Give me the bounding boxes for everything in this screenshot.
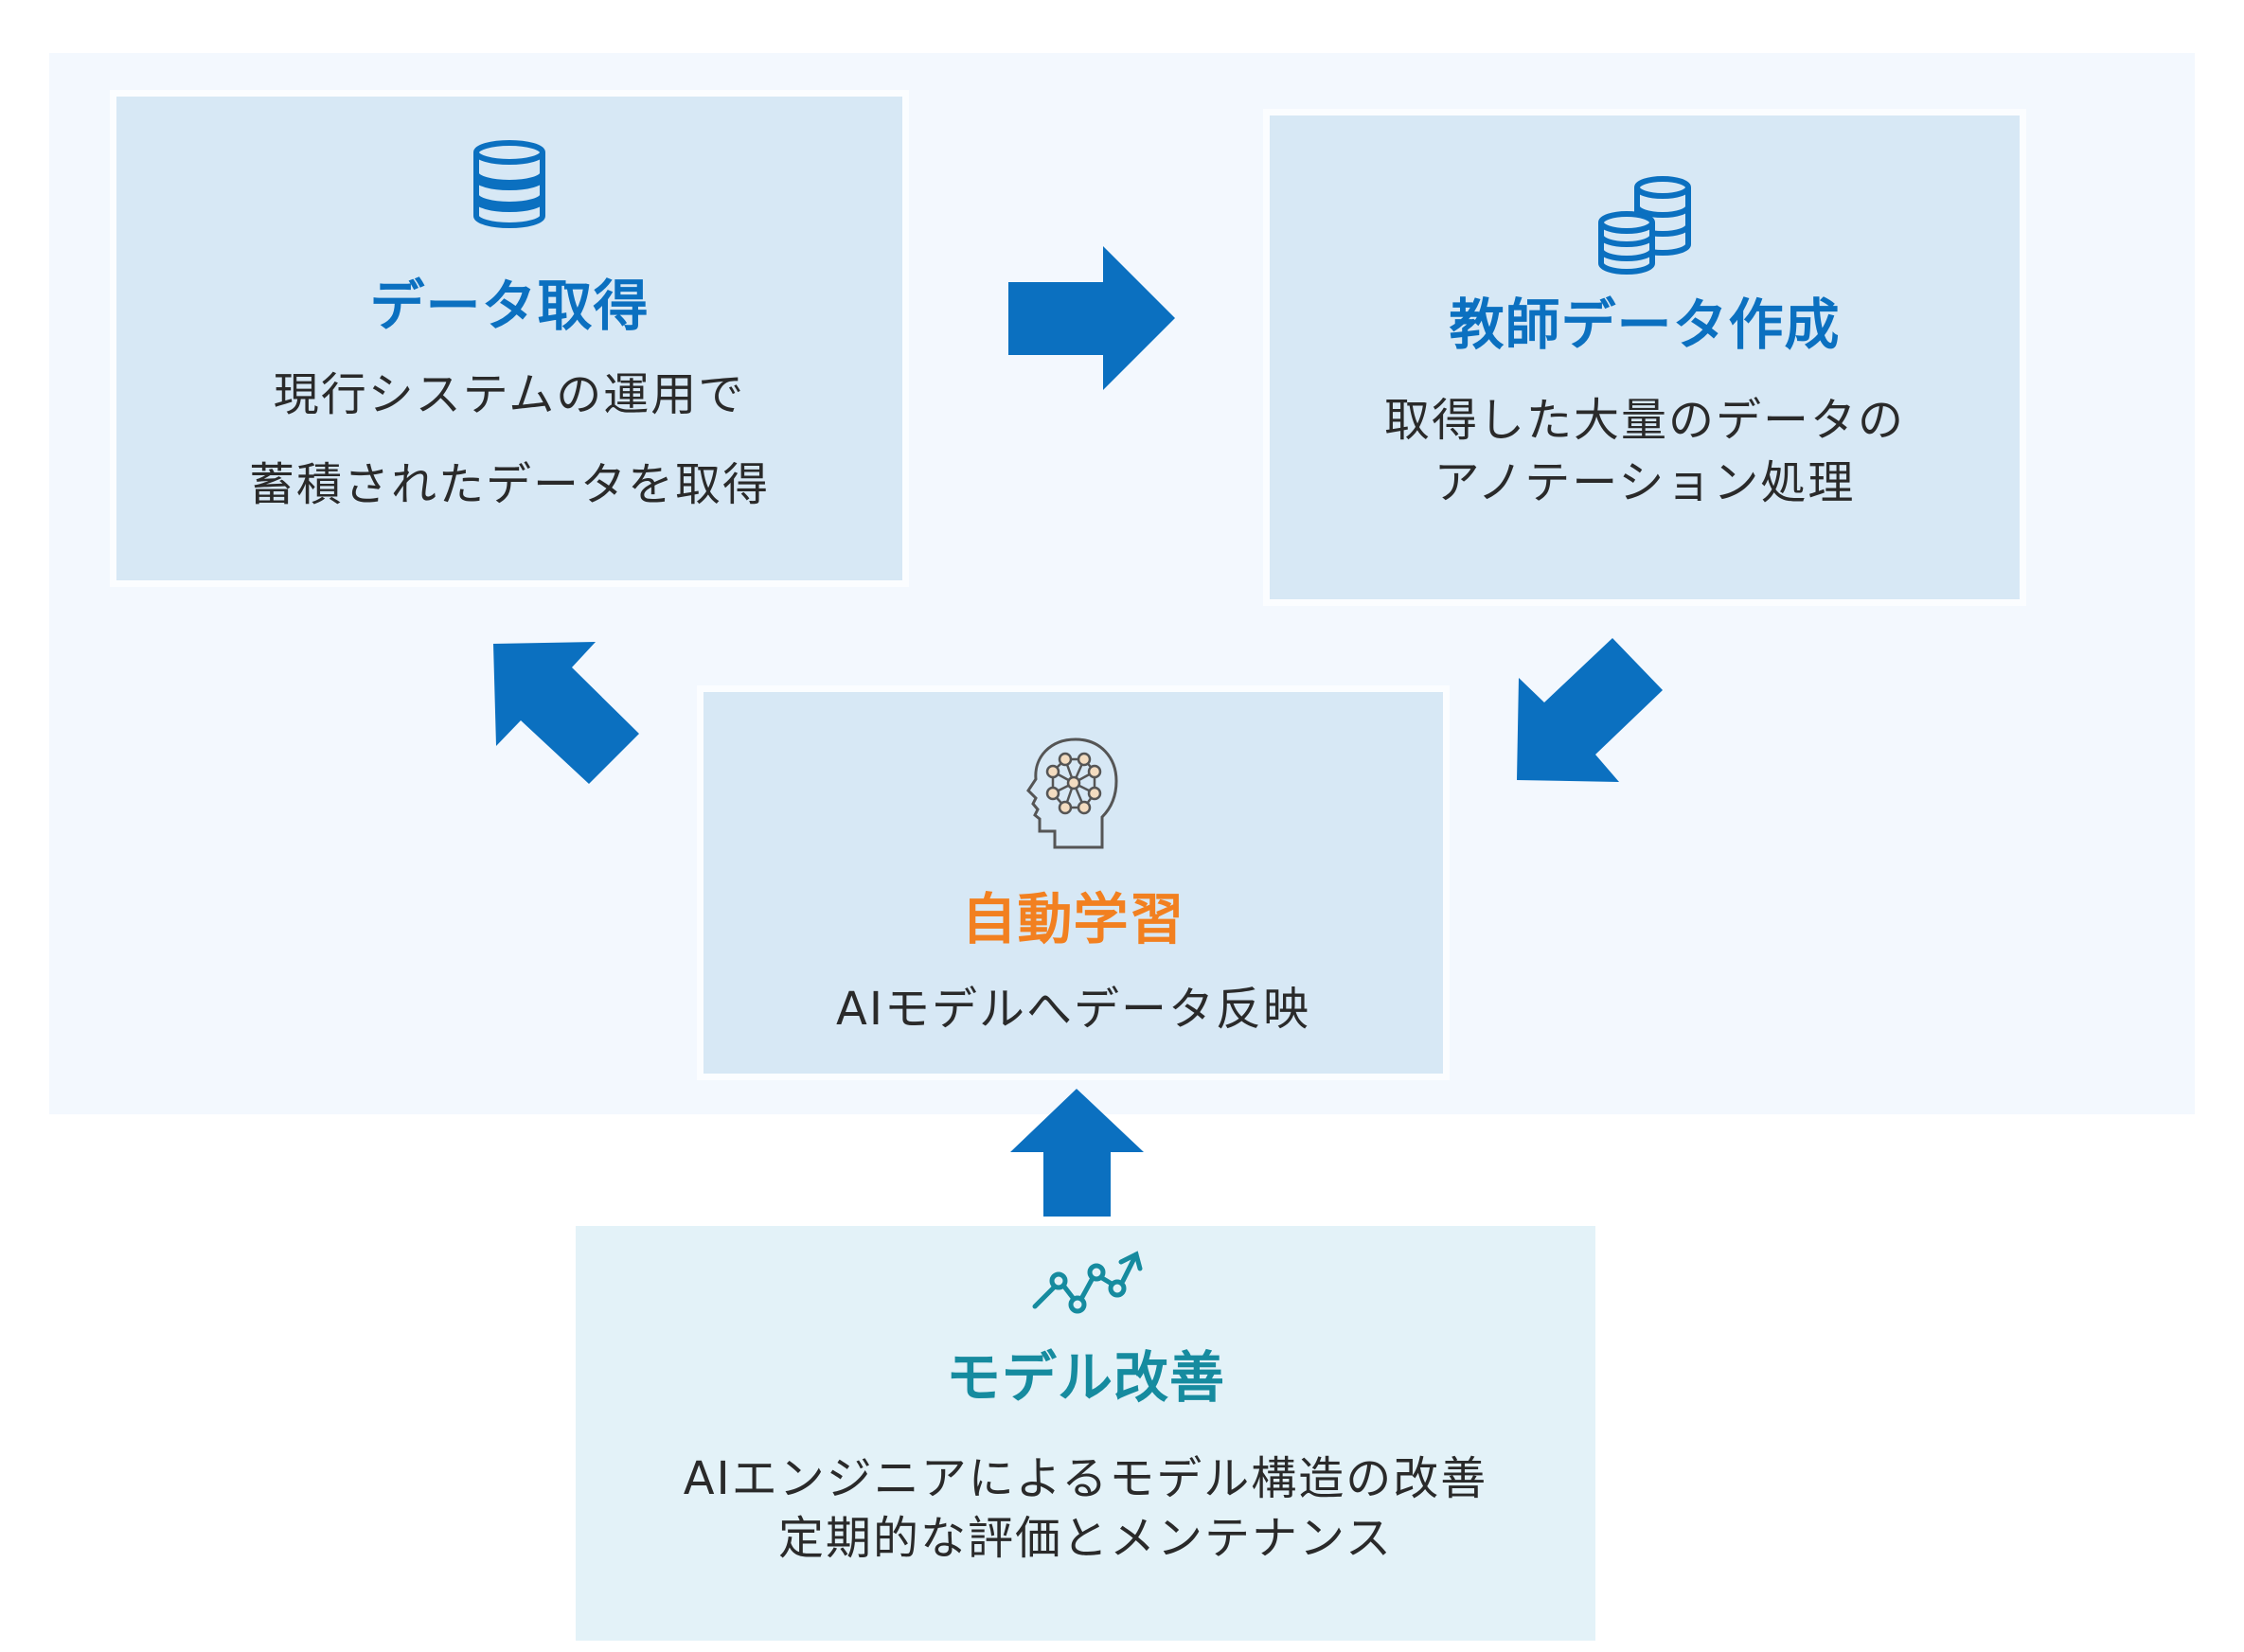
step-title: モデル改善 <box>945 1345 1225 1410</box>
step-title: データ取得 <box>369 274 650 338</box>
step-description-line: AIエンジニアによるモデル構造の改善 <box>683 1452 1488 1505</box>
step-description-line: アノテーション処理 <box>1434 456 1856 509</box>
step-description-line: 定期的な評価とメンテナンス <box>777 1512 1394 1565</box>
step-description-line: AIモデルへデータ反映 <box>836 983 1310 1036</box>
arrow-down-left-icon <box>1517 638 1663 782</box>
step-title: 教師データ作成 <box>1449 293 1841 357</box>
database-icon <box>473 140 545 228</box>
step-auto-learning: 自動学習 AIモデルへデータ反映 <box>697 685 1450 1080</box>
step-description-line: 蓄積されたデータを取得 <box>248 458 770 511</box>
arrow-up-left-icon <box>493 642 639 784</box>
step-description-line: 現行システムの運用で <box>273 368 746 421</box>
growth-chart-icon <box>1032 1251 1142 1314</box>
step-description-line: 取得した大量のデータの <box>1383 394 1905 447</box>
step-data-acquisition: データ取得 現行システムの運用で 蓄積されたデータを取得 <box>110 90 909 587</box>
arrow-right-icon <box>1008 246 1175 390</box>
step-title: 自動学習 <box>961 887 1185 951</box>
coin-stack-icon <box>1598 176 1691 275</box>
arrow-up-icon <box>1010 1089 1144 1217</box>
step-training-data: 教師データ作成 取得した大量のデータの アノテーション処理 <box>1263 109 2026 606</box>
ai-head-icon <box>1025 737 1118 849</box>
step-model-improvement: モデル改善 AIエンジニアによるモデル構造の改善 定期的な評価とメンテナンス <box>576 1226 1595 1641</box>
